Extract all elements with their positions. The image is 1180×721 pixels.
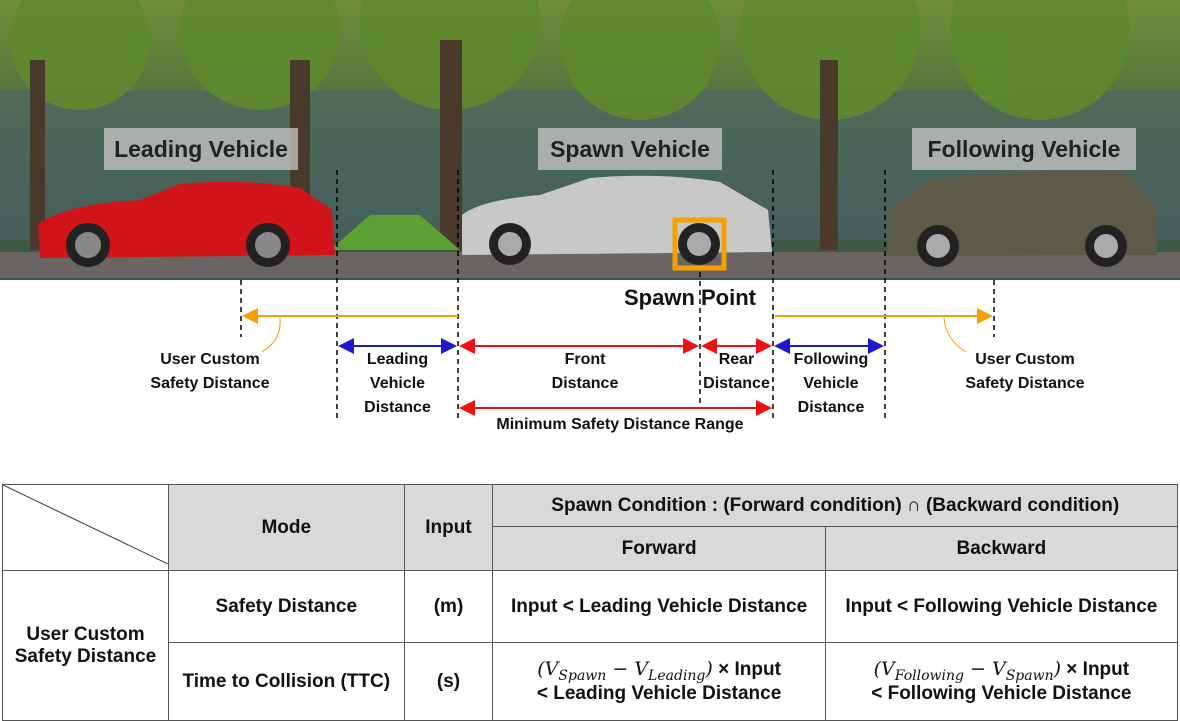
following-vehicle-label: Following Vehicle <box>912 128 1136 170</box>
spawn-point-marker <box>672 217 727 271</box>
mode-cell: Time to Collision (TTC) <box>168 642 405 721</box>
forward-cell: (VSpawn − VLeading) × Input < Leading Ve… <box>492 642 826 721</box>
corner-cell <box>2 484 169 571</box>
spawn-vehicle-label: Spawn Vehicle <box>538 128 722 170</box>
min-range-label: Minimum Safety Distance Range <box>496 416 744 433</box>
backward-cell: (VFollowing − VSpawn) × Input < Followin… <box>824 642 1179 721</box>
backward-cell: Input < Following Vehicle Distance <box>824 570 1179 643</box>
distance-diagram <box>240 170 995 422</box>
input-header: Input <box>403 484 494 571</box>
mode-cell: Safety Distance <box>168 570 405 643</box>
forward-header: Forward <box>492 526 826 571</box>
dashed-guides <box>240 170 995 422</box>
unit-cell: (m) <box>403 570 494 643</box>
spawn-point-label: Spawn Point <box>624 285 756 310</box>
backward-header: Backward <box>824 526 1179 571</box>
spawn-condition-header: Spawn Condition : (Forward condition) ∩ … <box>492 483 1178 528</box>
leading-vehicle-label: Leading Vehicle <box>104 128 298 170</box>
table-row: Time to Collision (TTC) (s) (VSpawn − VL… <box>3 642 1179 721</box>
mode-header: Mode <box>168 484 405 571</box>
spawn-condition-table: Mode Input Spawn Condition : (Forward co… <box>2 483 1179 721</box>
forward-cell: Input < Leading Vehicle Distance <box>492 570 826 643</box>
unit-cell: (s) <box>403 642 494 721</box>
